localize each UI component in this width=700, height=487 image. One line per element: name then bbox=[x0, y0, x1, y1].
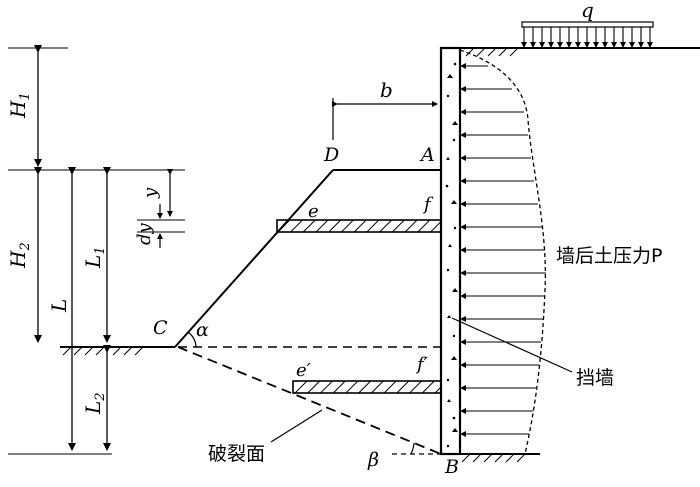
wall-concrete-dots bbox=[445, 62, 458, 448]
strip-upper bbox=[276, 219, 442, 233]
h2-label: H2 bbox=[6, 242, 33, 269]
l-label: L bbox=[47, 299, 71, 313]
b-dimension bbox=[332, 98, 438, 140]
failure-surface-label: 破裂面 bbox=[208, 443, 265, 465]
point-b-label: B bbox=[444, 456, 459, 478]
b-label: b bbox=[380, 78, 393, 102]
surcharge-load bbox=[521, 21, 654, 48]
l2-label: L2 bbox=[81, 392, 108, 415]
point-f-label: f bbox=[422, 194, 434, 215]
retaining-wall bbox=[439, 46, 462, 456]
alpha-arc bbox=[187, 331, 197, 348]
point-e-label: e bbox=[308, 201, 319, 222]
strip-lower bbox=[292, 380, 442, 394]
point-f-prime-label: f′ bbox=[415, 354, 428, 375]
earth-pressure-curve bbox=[459, 49, 547, 455]
earth-pressure-label: 墙后土压力P bbox=[556, 245, 662, 267]
y-dimension bbox=[157, 169, 173, 248]
point-d-label: D bbox=[323, 144, 339, 166]
leader-lines bbox=[270, 317, 573, 443]
beta-arc bbox=[410, 442, 415, 455]
point-c-label: C bbox=[153, 317, 168, 339]
left-ground-hatch bbox=[62, 346, 144, 356]
dy-label: dy bbox=[134, 222, 155, 245]
soil-profile bbox=[174, 169, 441, 348]
h1-label: H1 bbox=[6, 92, 33, 119]
retaining-wall-label: 挡墙 bbox=[576, 367, 614, 389]
q-label: q bbox=[581, 0, 594, 22]
right-ground bbox=[460, 47, 700, 455]
earth-pressure-arrows bbox=[460, 63, 546, 437]
y-label: y bbox=[140, 187, 161, 199]
beta-label: β bbox=[367, 449, 379, 471]
point-e-prime-label: e′ bbox=[296, 360, 311, 381]
alpha-label: α bbox=[196, 319, 209, 341]
right-ground-hatch bbox=[461, 47, 526, 463]
point-a-label: A bbox=[419, 144, 435, 166]
l1-label: L1 bbox=[81, 246, 108, 269]
